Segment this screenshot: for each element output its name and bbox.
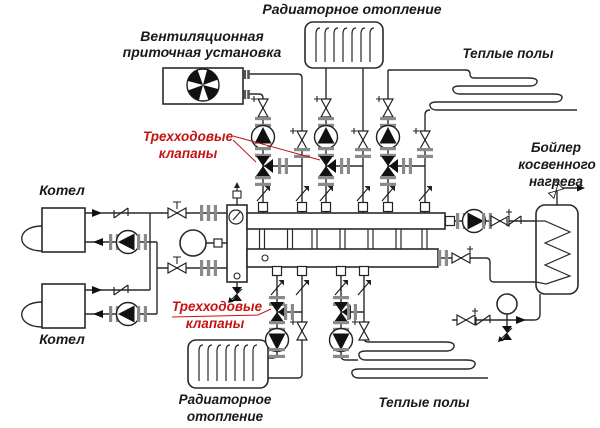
label-radiator-bottom-line1: Радиаторное	[179, 392, 272, 407]
label-floor-top: Теплые полы	[462, 46, 554, 61]
ventilation-unit	[162, 67, 250, 105]
three-way-valve-icon	[319, 156, 336, 176]
boiler-lower	[21, 283, 86, 329]
label-indirect-boiler-line1: Бойлер	[531, 140, 581, 155]
hydraulic-separator	[226, 182, 248, 304]
ball-valve-icon	[451, 245, 474, 264]
manifold	[246, 212, 446, 268]
fan-icon	[186, 68, 220, 102]
drain-valve-icon	[497, 325, 513, 343]
ball-valve-icon	[456, 307, 479, 326]
label-ventilation-line1: Вентиляционная	[140, 28, 263, 44]
floor-coil-top	[429, 73, 577, 111]
air-vent-icon	[232, 182, 242, 199]
label-floor-bottom: Теплые полы	[378, 395, 470, 410]
indirect-boiler-tank	[535, 204, 579, 295]
ball-valve-icon	[490, 208, 513, 227]
label-boiler-upper: Котел	[39, 182, 85, 198]
label-three-way-top-line1: Трехходовые	[143, 129, 234, 144]
ball-valve-icon	[167, 201, 187, 219]
ball-valve-icon	[313, 95, 332, 118]
three-way-valve-icon	[381, 156, 398, 176]
supply-manifold-bar	[246, 212, 446, 230]
ball-valve-icon	[250, 95, 269, 118]
radiator-bottom	[187, 339, 269, 389]
three-way-callout-lines-top	[232, 135, 321, 163]
radiator-top	[304, 21, 384, 69]
ball-valve-icon	[289, 127, 308, 150]
expansion-tank-icon	[496, 293, 518, 315]
label-boiler-lower: Котел	[39, 331, 85, 347]
label-ventilation-line2: приточная установка	[123, 44, 282, 60]
floor-coil-bottom	[351, 267, 488, 379]
heating-coil-icon	[535, 220, 572, 285]
label-three-way-bottom-line1: Трехходовые	[172, 299, 263, 314]
ball-valve-icon	[412, 127, 431, 150]
ball-valve-icon	[289, 318, 308, 341]
pump-icon	[313, 124, 339, 150]
expansion-tank-icon	[179, 229, 223, 257]
pump-icon	[115, 229, 141, 255]
three-way-valve-icon	[256, 156, 273, 176]
label-three-way-top-line2: клапаны	[159, 146, 218, 161]
pressure-gauge-icon	[228, 209, 244, 225]
ball-valve-icon	[350, 127, 369, 150]
pump-icon	[250, 124, 276, 150]
components	[92, 95, 585, 358]
boiler-upper	[21, 207, 86, 253]
return-manifold-bar	[246, 248, 439, 268]
label-indirect-boiler-line2: косвенного	[518, 157, 596, 172]
pump-icon	[375, 124, 401, 150]
ball-valve-icon	[375, 95, 394, 118]
label-indirect-boiler-line3: нагрева	[529, 174, 584, 189]
label-radiator-top: Радиаторное отопление	[262, 1, 441, 17]
pump-icon	[115, 301, 141, 327]
ball-valve-icon	[351, 318, 370, 341]
ball-valve-icon	[167, 256, 187, 274]
label-three-way-bottom-line2: клапаны	[186, 316, 245, 331]
three-way-callout-line-bottom	[171, 308, 272, 318]
label-radiator-bottom-line2: отопление	[187, 409, 264, 424]
